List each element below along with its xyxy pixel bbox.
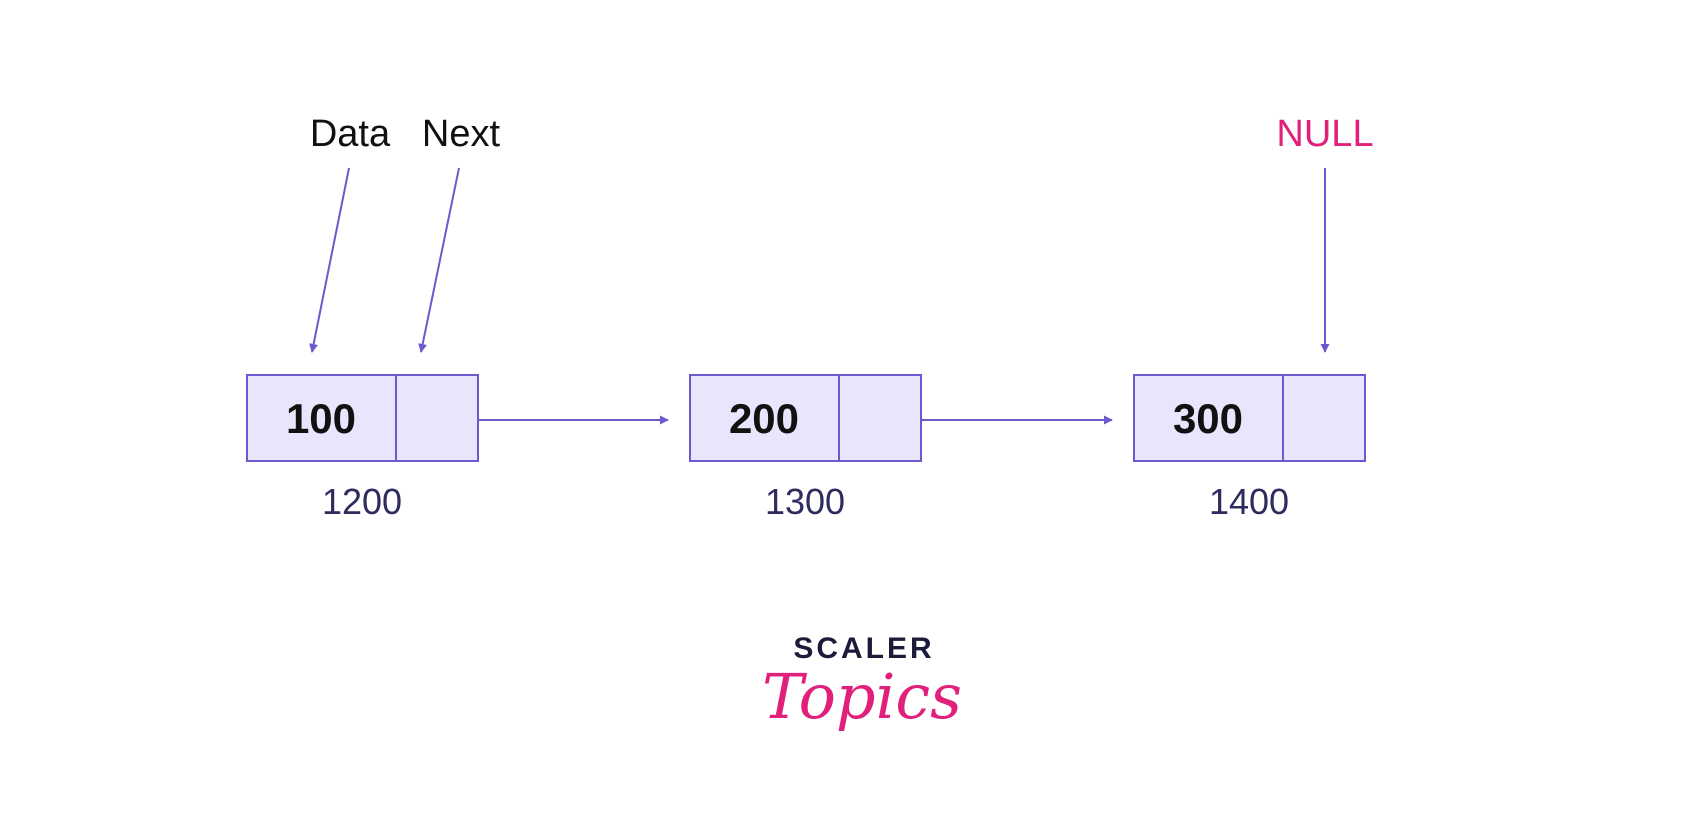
node-address: 1200 <box>322 481 402 522</box>
node-value: 200 <box>729 395 799 442</box>
data-field-label: Data <box>310 113 391 155</box>
next-field-label: Next <box>422 113 501 155</box>
node-data-cell <box>689 374 840 462</box>
node-address: 1400 <box>1209 481 1289 522</box>
node-next-cell <box>1282 374 1366 462</box>
brand-subtitle: Topics <box>762 660 962 733</box>
null-label: NULL <box>1276 113 1373 155</box>
node-value: 300 <box>1173 395 1243 442</box>
list-node: 100 1200 <box>246 374 479 522</box>
scaler-topics-logo: SCALER Topics <box>762 632 962 733</box>
brand-name: SCALER <box>793 632 934 665</box>
node-next-cell <box>838 374 922 462</box>
list-node: 300 1400 <box>1133 374 1366 522</box>
node-address: 1300 <box>765 481 845 522</box>
node-data-cell <box>1133 374 1284 462</box>
node-value: 100 <box>286 395 356 442</box>
node-next-cell <box>395 374 479 462</box>
data-pointer-arrow <box>309 167 350 353</box>
next-pointer-arrow <box>418 167 460 353</box>
list-node: 200 1300 <box>689 374 922 522</box>
